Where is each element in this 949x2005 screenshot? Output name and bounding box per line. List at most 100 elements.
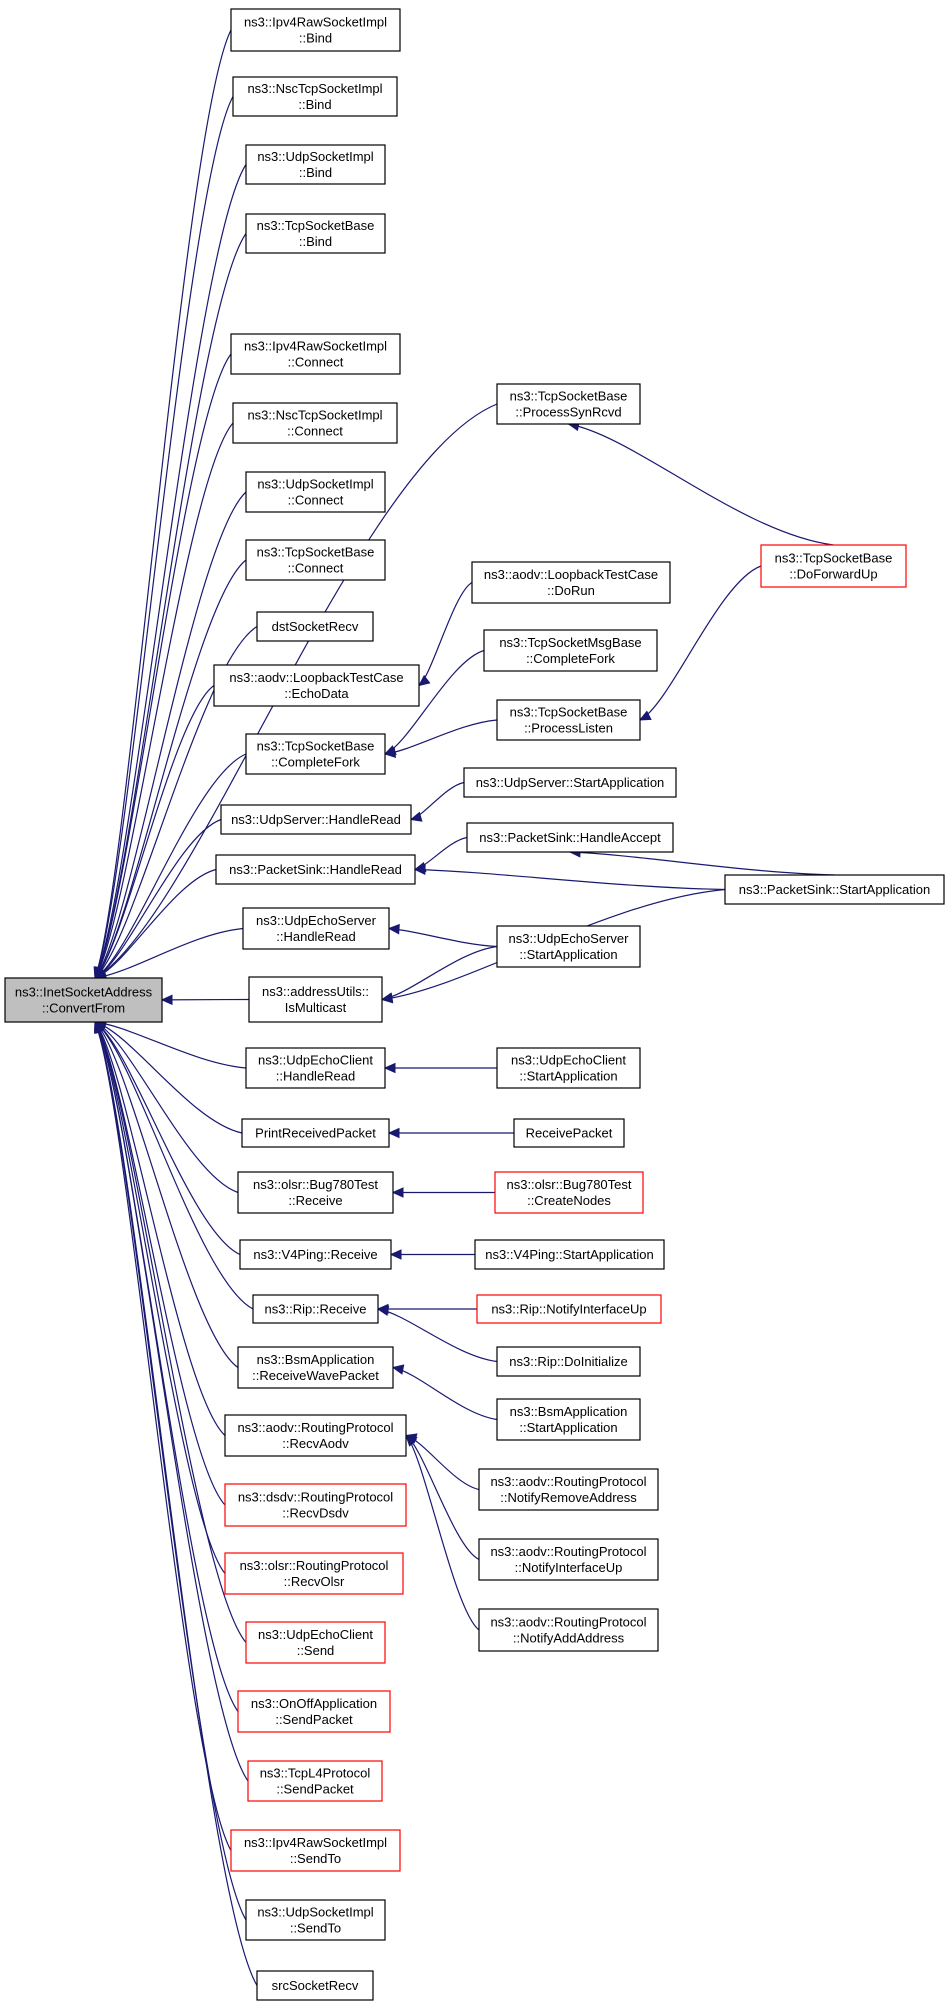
node-olsr-recv[interactable]: ns3::olsr::RoutingProtocol::RecvOlsr: [224, 1552, 404, 1595]
node-box: [4, 977, 163, 1023]
node-label: IsMulticast: [285, 1000, 347, 1015]
edge-line: [414, 868, 726, 891]
node-label: ns3::aodv::RoutingProtocol: [237, 1420, 393, 1435]
node-udpsock-sendto[interactable]: ns3::UdpSocketImpl::SendTo: [245, 1899, 386, 1941]
edge-tcpbase_doforwardup-to-processsynrcvd: [567, 420, 834, 546]
node-dst-recv[interactable]: dstSocketRecv: [256, 611, 374, 642]
node-v4ping-receive[interactable]: ns3::V4Ping::Receive: [239, 1239, 392, 1270]
node-tcpmsg-completefork[interactable]: ns3::TcpSocketMsgBase::CompleteFork: [483, 629, 658, 672]
node-label: ns3::NscTcpSocketImpl: [247, 81, 382, 96]
node-udpsock-connect[interactable]: ns3::UdpSocketImpl::Connect: [245, 471, 386, 513]
node-rip-ifup[interactable]: ns3::Rip::NotifyInterfaceUp: [476, 1294, 662, 1324]
node-src-recv[interactable]: srcSocketRecv: [256, 1970, 374, 2001]
node-receivepacket[interactable]: ReceivePacket: [513, 1118, 625, 1148]
node-bsm-start[interactable]: ns3::BsmApplication::StartApplication: [496, 1398, 641, 1441]
node-processsynrcvd[interactable]: ns3::TcpSocketBase::ProcessSynRcvd: [496, 383, 641, 425]
edge-line: [381, 945, 498, 1001]
node-label: ns3::aodv::RoutingProtocol: [490, 1474, 646, 1489]
node-box: [245, 1899, 386, 1941]
node-aodv-notifyifup[interactable]: ns3::aodv::RoutingProtocol::NotifyInterf…: [478, 1538, 659, 1581]
node-dsdv-recv[interactable]: ns3::dsdv::RoutingProtocol::RecvDsdv: [224, 1483, 407, 1527]
node-box: [245, 539, 386, 581]
edge-line: [94, 927, 244, 979]
node-tcpbase-bind[interactable]: ns3::TcpSocketBase::Bind: [245, 213, 386, 254]
node-udpechoclient-handleread[interactable]: ns3::UdpEchoClient::HandleRead: [245, 1047, 386, 1089]
node-udpechoclient-start[interactable]: ns3::UdpEchoClient::StartApplication: [496, 1047, 641, 1089]
node-label: ns3::UdpEchoServer: [509, 931, 630, 946]
node-tcpbase-doforwardup[interactable]: ns3::TcpSocketBase::DoForwardUp: [760, 544, 907, 588]
node-box: [230, 333, 401, 375]
node-olsr-createnodes[interactable]: ns3::olsr::Bug780Test::CreateNodes: [494, 1171, 644, 1214]
node-label: ::Send: [297, 1643, 335, 1658]
node-box: [248, 976, 383, 1023]
node-label: ::Connect: [288, 561, 344, 576]
node-ipv4raw-sendto[interactable]: ns3::Ipv4RawSocketImpl::SendTo: [230, 1829, 401, 1872]
node-box: [230, 1829, 401, 1872]
node-ismulticast[interactable]: ns3::addressUtils::IsMulticast: [248, 976, 383, 1023]
edge-udpserver_handleread-to-root: [93, 818, 222, 979]
node-box: [241, 1118, 390, 1148]
node-label: ::ProcessSynRcvd: [515, 405, 621, 420]
node-label: ::SendTo: [290, 1921, 341, 1936]
node-ipv4raw-connect[interactable]: ns3::Ipv4RawSocketImpl::Connect: [230, 333, 401, 375]
node-aodv-notifyremove[interactable]: ns3::aodv::RoutingProtocol::NotifyRemove…: [478, 1468, 659, 1511]
edge-line: [405, 1435, 480, 1631]
node-label: ::ProcessListen: [524, 721, 613, 736]
node-box: [471, 561, 671, 604]
node-label: ns3::Rip::Receive: [265, 1302, 367, 1317]
edge-line: [94, 1021, 239, 1194]
node-tcpbase-connect[interactable]: ns3::TcpSocketBase::Connect: [245, 539, 386, 581]
node-label: ns3::UdpEchoClient: [258, 1627, 373, 1642]
node-processlisten[interactable]: ns3::TcpSocketBase::ProcessListen: [496, 699, 641, 741]
edge-line: [94, 1021, 247, 1069]
node-label: ns3::TcpSocketBase: [257, 739, 375, 754]
node-aodv-recvaodv[interactable]: ns3::aodv::RoutingProtocol::RecvAodv: [224, 1414, 407, 1457]
node-box: [724, 874, 945, 905]
node-nsctcp-bind[interactable]: ns3::NscTcpSocketImpl::Bind: [232, 76, 398, 117]
node-tcpl4-send[interactable]: ns3::TcpL4Protocol::SendPacket: [247, 1760, 383, 1802]
node-aodv-echodata[interactable]: ns3::aodv::LoopbackTestCase::EchoData: [213, 664, 420, 707]
node-rip-doinit[interactable]: ns3::Rip::DoInitialize: [496, 1346, 641, 1377]
node-aodv-notifyadd[interactable]: ns3::aodv::RoutingProtocol::NotifyAddAdd…: [478, 1608, 659, 1652]
node-label: ::Bind: [299, 165, 332, 180]
node-aodv-dorun[interactable]: ns3::aodv::LoopbackTestCase::DoRun: [471, 561, 671, 604]
node-rip-receive[interactable]: ns3::Rip::Receive: [252, 1294, 379, 1324]
node-label: ns3::TcpSocketBase: [510, 389, 628, 404]
node-label: dstSocketRecv: [272, 619, 359, 634]
node-udpechoserver-handleread[interactable]: ns3::UdpEchoServer::HandleRead: [242, 907, 390, 950]
node-printreceived[interactable]: PrintReceivedPacket: [241, 1118, 390, 1148]
edge-nsctcp_bind-to-root: [93, 96, 234, 980]
node-box: [245, 471, 386, 513]
node-packetsink-accept[interactable]: ns3::PacketSink::HandleAccept: [466, 822, 674, 853]
node-udpechoclient-send[interactable]: ns3::UdpEchoClient::Send: [245, 1621, 386, 1664]
node-bsm-receive[interactable]: ns3::BsmApplication::ReceiveWavePacket: [237, 1346, 394, 1389]
node-packetsink-handleread[interactable]: ns3::PacketSink::HandleRead: [215, 854, 416, 885]
node-box: [513, 1118, 625, 1148]
edge-line: [405, 1434, 480, 1491]
edge-line: [94, 164, 247, 979]
node-nsctcp-connect[interactable]: ns3::NscTcpSocketImpl::Connect: [232, 402, 398, 444]
node-olsr-bug-receive[interactable]: ns3::olsr::Bug780Test::Receive: [237, 1171, 394, 1214]
node-label: ::HandleRead: [276, 929, 356, 944]
node-label: ns3::PacketSink::HandleAccept: [479, 830, 661, 845]
node-box: [213, 664, 420, 707]
node-tcpbase-completefork[interactable]: ns3::TcpSocketBase::CompleteFork: [245, 733, 386, 775]
node-label: ::NotifyRemoveAddress: [500, 1490, 637, 1505]
node-udpsock-bind[interactable]: ns3::UdpSocketImpl::Bind: [245, 144, 386, 185]
node-label: ns3::OnOffApplication: [251, 1696, 377, 1711]
node-udpserver-start[interactable]: ns3::UdpServer::StartApplication: [463, 767, 677, 798]
node-label: ns3::Rip::NotifyInterfaceUp: [491, 1302, 646, 1317]
node-label: ns3::olsr::Bug780Test: [506, 1177, 631, 1192]
node-udpechoserver-start[interactable]: ns3::UdpEchoServer::StartApplication: [496, 925, 641, 968]
node-onoff-send[interactable]: ns3::OnOffApplication::SendPacket: [237, 1690, 391, 1733]
node-packetsink-start[interactable]: ns3::PacketSink::StartApplication: [724, 874, 945, 905]
node-v4ping-start[interactable]: ns3::V4Ping::StartApplication: [474, 1239, 665, 1270]
node-label: ns3::TcpL4Protocol: [260, 1766, 371, 1781]
node-box: [478, 1538, 659, 1581]
node-ipv4raw-bind[interactable]: ns3::Ipv4RawSocketImpl::Bind: [230, 8, 401, 52]
node-label: ::DoForwardUp: [789, 567, 877, 582]
edge-udpechoclient_start-to-udpechoclient_handleread: [383, 1062, 498, 1074]
edge-line: [94, 491, 247, 979]
node-label: ns3::UdpSocketImpl: [257, 149, 373, 164]
node-udpserver-handleread[interactable]: ns3::UdpServer::HandleRead: [220, 804, 412, 835]
